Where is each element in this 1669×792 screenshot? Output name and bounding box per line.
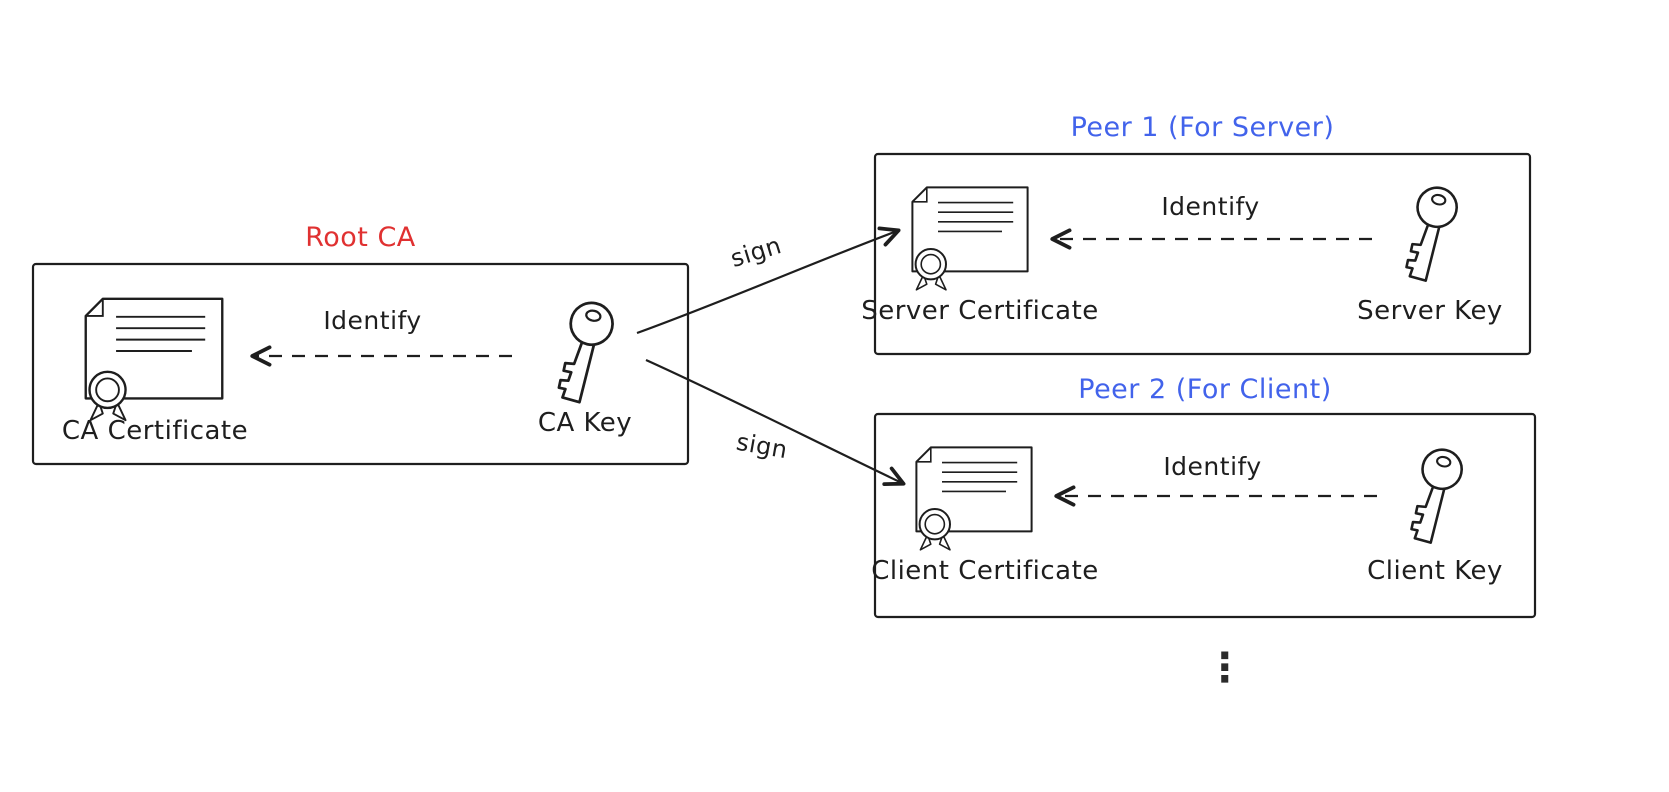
root-identify-label: Identify: [323, 306, 422, 335]
ca-certificate-label: CA Certificate: [61, 416, 249, 446]
client-certificate-icon: [915, 446, 1033, 551]
ca-certificate-icon: [84, 297, 224, 422]
server-key-icon: [1401, 182, 1462, 286]
peer2-identify-label: Identify: [1163, 452, 1262, 481]
server-key-label: Server Key: [1357, 296, 1503, 326]
ca-key-icon: [553, 297, 618, 407]
server-certificate-label: Server Certificate: [861, 296, 1099, 326]
peer1-title: Peer 1 (For Server): [1070, 112, 1335, 143]
peer2-title: Peer 2 (For Client): [1078, 374, 1332, 405]
ca-key-label: CA Key: [537, 408, 633, 438]
client-key-icon: [1406, 444, 1467, 548]
peer1-box: [873, 152, 1532, 356]
root-ca-box: [31, 262, 690, 466]
client-key-label: Client Key: [1367, 556, 1503, 586]
sign-arrow-bottom: [645, 358, 906, 487]
server-certificate-icon: [911, 186, 1029, 291]
peer2-box: [873, 412, 1537, 619]
client-certificate-label: Client Certificate: [871, 556, 1099, 586]
sign-arrow-top: [636, 226, 901, 335]
peer1-identify-label: Identify: [1161, 192, 1260, 221]
more-peers-ellipsis: ⋮: [1204, 645, 1246, 691]
root-ca-title: Root CA: [305, 222, 416, 253]
